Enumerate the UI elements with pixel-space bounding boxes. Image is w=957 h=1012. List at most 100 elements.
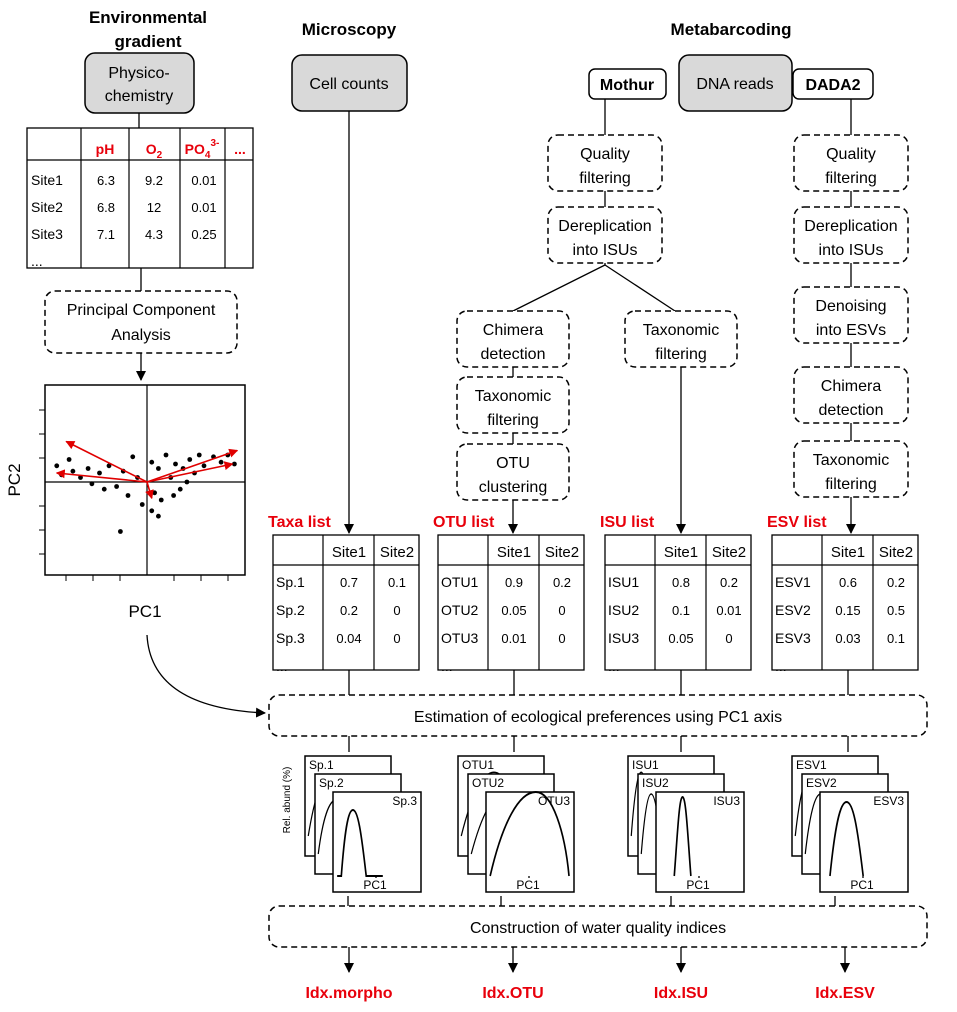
list-col-site2: Site2	[545, 544, 579, 561]
curve-xlabel: PC1	[850, 878, 874, 892]
list-row-name: OTU2	[441, 602, 479, 618]
pca-point	[101, 486, 107, 492]
mothur-step-box	[547, 134, 663, 192]
mothur-step-box	[547, 206, 663, 264]
pca-point	[173, 461, 178, 467]
isu-step-box-label-2: filtering	[655, 346, 707, 363]
list-row-name: ...	[441, 658, 453, 674]
mothur-step-box-label-2: into ISUs	[573, 242, 638, 259]
list-row-name: ...	[775, 658, 787, 674]
header-environmental: Environmental	[89, 8, 207, 27]
list-row-name: Sp.1	[276, 574, 305, 590]
dna-reads-label: DNA reads	[696, 76, 773, 93]
curve-line	[489, 790, 570, 877]
index-label: Idx.morpho	[305, 985, 392, 1002]
curve-panel-label: ISU1	[632, 758, 659, 772]
env-col-ph: pH	[96, 141, 115, 157]
otu-step-box-label-2: detection	[481, 346, 546, 363]
header-gradient: gradient	[114, 32, 181, 51]
mothur-box	[588, 68, 667, 100]
list-row-name: ...	[276, 658, 288, 674]
list-title: ESV list	[767, 514, 827, 531]
otu-step-box-label-1: Chimera	[483, 322, 544, 339]
pca-point	[139, 502, 145, 507]
list-cell: 0.05	[668, 631, 693, 646]
curves-ylabel: Rel. abund (%)	[282, 767, 293, 834]
construction-box	[268, 905, 928, 948]
index-label: Idx.ESV	[815, 985, 875, 1002]
pca-point	[232, 461, 237, 467]
curve-panel-label: ISU3	[713, 794, 740, 808]
dada2-step-box-label-1: Taxonomic	[813, 452, 889, 469]
list-col-site1: Site1	[332, 544, 366, 561]
list-row-name: Sp.3	[276, 630, 305, 646]
estimation-box	[268, 694, 928, 737]
pca-point	[149, 459, 155, 465]
list-row-name: OTU1	[441, 574, 479, 590]
list-cell: 0.01	[501, 631, 526, 646]
env-cell: 0.01	[191, 200, 216, 215]
otu-step-box-label-1: Taxonomic	[475, 388, 551, 405]
dada2-step-box-label-1: Chimera	[821, 378, 882, 395]
list-col-site1: Site1	[831, 544, 865, 561]
pca-point	[196, 452, 202, 458]
pca-label-1: Principal Component	[67, 302, 216, 319]
list-cell: 0.8	[672, 575, 690, 590]
env-cell: 12	[147, 200, 161, 215]
pca-point	[130, 454, 136, 460]
list-cell: 0.03	[835, 631, 860, 646]
pca-point	[201, 463, 207, 469]
list-table	[272, 534, 420, 671]
curve-xlabel: PC1	[686, 878, 710, 892]
list-cell: 0.04	[336, 631, 361, 646]
otu-step-box-label-1: OTU	[496, 455, 530, 472]
dada2-step-box-label-2: filtering	[825, 170, 877, 187]
list-row-name: ESV1	[775, 574, 811, 590]
pca-point	[187, 457, 193, 462]
list-cell: 0.6	[839, 575, 857, 590]
index-label: Idx.ISU	[654, 985, 708, 1002]
curve-line	[337, 808, 383, 877]
env-row-site: Site1	[31, 172, 63, 188]
pca-point	[163, 452, 169, 458]
list-table	[604, 534, 752, 671]
list-col-site1: Site1	[497, 544, 531, 561]
pca-point	[158, 497, 164, 503]
arrow-pc1-estimation	[146, 634, 266, 718]
pca-xlabel: PC1	[128, 602, 161, 621]
dada2-step-box-label-2: filtering	[825, 476, 877, 493]
pca-loading-arrow	[146, 448, 239, 483]
pca-point	[85, 466, 91, 471]
pca-point	[218, 459, 224, 465]
list-cell: 0	[558, 631, 565, 646]
env-cell: 4.3	[145, 227, 163, 242]
pca-loading-arrow	[65, 440, 148, 483]
pca-point	[114, 484, 119, 489]
mothur-step-box-label-2: filtering	[579, 170, 631, 187]
env-row-site: Site3	[31, 226, 63, 242]
curve-panel-label: Sp.1	[309, 758, 334, 772]
env-row-site: ...	[31, 253, 43, 269]
curve-xlabel: PC1	[363, 878, 387, 892]
list-col-site2: Site2	[712, 544, 746, 561]
list-row-name: ESV2	[775, 602, 811, 618]
list-row-name: ISU3	[608, 630, 639, 646]
list-row-name: ISU1	[608, 574, 639, 590]
env-col-o2: O2	[146, 141, 163, 161]
mothur-step-box-label-1: Dereplication	[558, 218, 651, 235]
dada2-step-box-label-1: Denoising	[815, 298, 886, 315]
curve-panel-label: ESV1	[796, 758, 827, 772]
list-cell: 0.1	[672, 603, 690, 618]
env-cell: 9.2	[145, 173, 163, 188]
curve-line	[673, 795, 692, 877]
index-label: Idx.OTU	[482, 985, 543, 1002]
list-cell: 0	[393, 603, 400, 618]
list-col-site2: Site2	[879, 544, 913, 561]
curve-panel-label: Sp.3	[392, 794, 417, 808]
pca-point	[89, 481, 95, 487]
pca-ylabel: PC2	[5, 463, 24, 496]
list-cell: 0.15	[835, 603, 860, 618]
pca-point	[184, 479, 190, 485]
list-title: ISU list	[600, 514, 655, 531]
estimation-label: Estimation of ecological preferences usi…	[414, 709, 782, 726]
